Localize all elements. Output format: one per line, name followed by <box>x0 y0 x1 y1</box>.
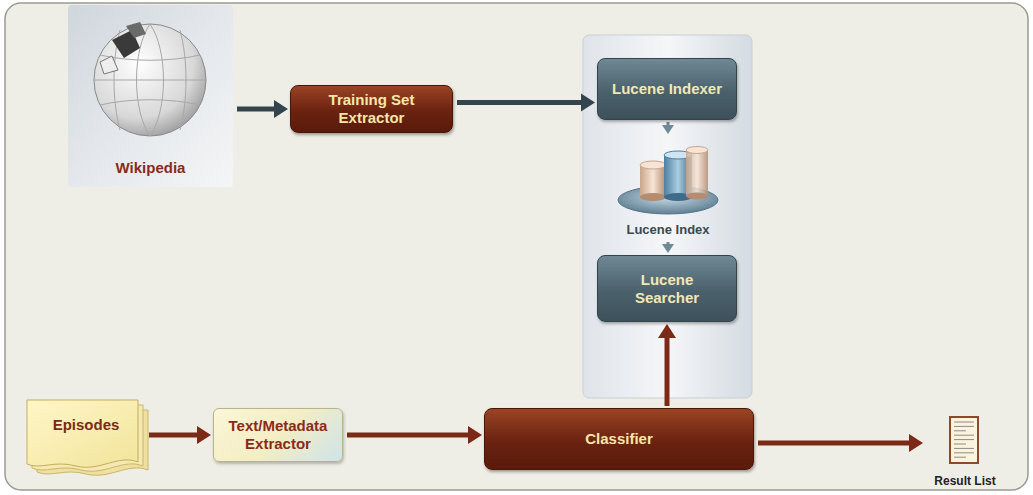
result-icon: Result List <box>925 416 1005 490</box>
text-stroke <box>954 457 966 458</box>
text-stroke <box>954 452 974 453</box>
flow-arrow <box>237 100 288 118</box>
node-label: Episodes <box>53 416 120 434</box>
node-label: Lucene Searcher <box>608 271 726 307</box>
arrow-head <box>662 125 674 134</box>
index-cylinders <box>618 147 718 215</box>
process-box: Text/Metadata Extractor <box>213 408 343 462</box>
arrow-shaft <box>149 433 198 438</box>
flow-arrow <box>662 242 674 253</box>
text-stroke <box>954 426 974 427</box>
node-label: Wikipedia <box>116 159 186 177</box>
node-label: Lucene Index <box>626 222 709 238</box>
flow-arrow <box>347 426 482 444</box>
node-label: Training Set Extractor <box>301 91 442 127</box>
node-label: Lucene Indexer <box>612 80 722 98</box>
wikipedia-tile <box>68 5 233 187</box>
arrow-shaft <box>758 441 910 446</box>
arrow-shaft <box>665 337 670 406</box>
arrow-head <box>909 434 923 452</box>
arrow-shaft <box>457 100 582 105</box>
process-box: Training Set Extractor <box>290 85 453 133</box>
flow-arrow <box>658 324 676 406</box>
process-box: Lucene Searcher <box>597 255 737 322</box>
source-tile: Wikipedia <box>68 5 233 187</box>
arrow-head <box>197 426 211 444</box>
document-stack-node: Episodes <box>27 400 145 478</box>
flow-arrow <box>149 426 211 444</box>
process-box: Lucene Indexer <box>597 58 737 120</box>
arrow-head <box>274 100 288 118</box>
text-stroke <box>954 430 966 431</box>
flow-arrow <box>662 122 674 134</box>
flow-arrow <box>758 434 923 452</box>
arrow-head <box>468 426 482 444</box>
arrow-shaft <box>347 433 469 438</box>
index-icon: Lucene Index <box>610 136 726 240</box>
result-document <box>950 417 978 463</box>
arrow-head <box>662 244 674 253</box>
background-frame <box>5 3 1028 490</box>
wikipedia-globe <box>94 22 206 136</box>
node-label: Text/Metadata Extractor <box>222 417 334 453</box>
process-box: Classifier <box>484 408 754 470</box>
text-stroke <box>954 435 974 436</box>
text-stroke <box>954 422 974 423</box>
arrow-head <box>581 94 595 112</box>
node-label: Result List <box>934 474 995 488</box>
node-label: Classifier <box>585 430 653 448</box>
document-stack <box>27 400 148 475</box>
text-stroke <box>954 448 974 449</box>
text-stroke <box>954 444 966 445</box>
arrow-head <box>658 324 676 338</box>
arrow-shaft <box>237 107 275 112</box>
flow-arrow <box>457 94 595 112</box>
text-stroke <box>954 439 974 440</box>
